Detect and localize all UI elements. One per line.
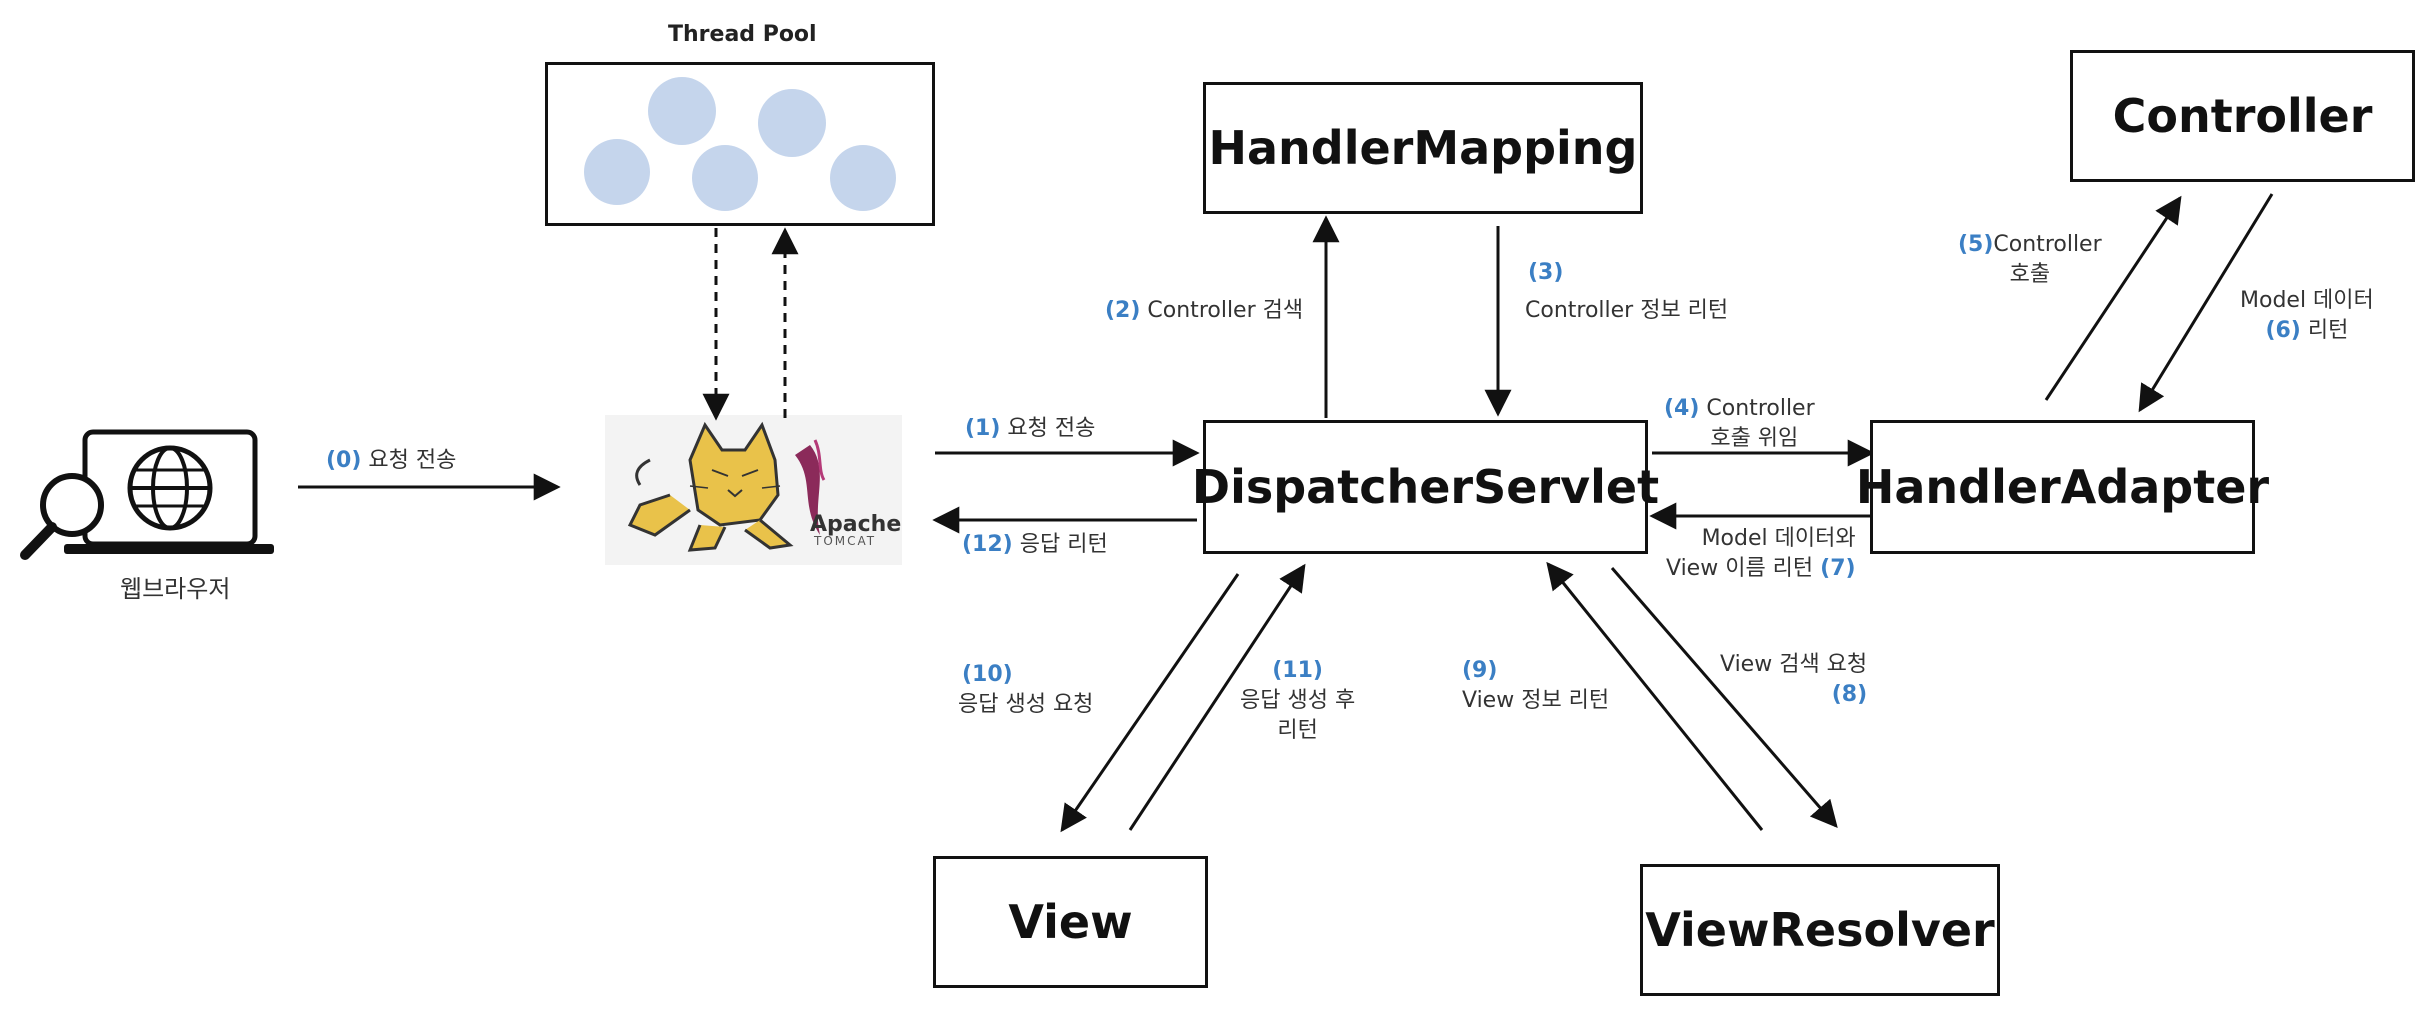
step-0-label: (0) 요청 전송 [326, 446, 456, 476]
step-8-text: View 검색 요청 [1720, 652, 1868, 677]
step-11-number: (11) [1272, 658, 1323, 683]
web-browser-icon [20, 429, 274, 560]
thread-pool-box [545, 62, 935, 226]
step-12-text: 응답 리턴 [1019, 532, 1108, 557]
tomcat-sub: TOMCAT [814, 534, 877, 548]
step-5-text: Controller [1993, 232, 2102, 257]
thread-circle [830, 145, 896, 211]
step-6-text-2: 리턴 [2307, 318, 2349, 343]
thread-circle [648, 77, 716, 145]
step-9-text: View 정보 리턴 [1462, 688, 1610, 713]
step-2-number: (2) [1105, 298, 1141, 323]
step-7-number: (7) [1820, 556, 1856, 581]
thread-circle [758, 89, 826, 157]
step-3-text: Controller 정보 리턴 [1525, 298, 1729, 323]
step-3-number: (3) [1528, 260, 1564, 285]
step-4-label: (4) Controller 호출 위임 [1664, 394, 1815, 454]
step-1-number: (1) [965, 416, 1001, 441]
step-9-number: (9) [1462, 658, 1498, 683]
browser-label: 웹브라우저 [120, 575, 231, 603]
step-7-label: Model 데이터와 View 이름 리턴 (7) [1666, 524, 1856, 584]
step-12-number: (12) [962, 532, 1013, 557]
step-5-label: (5)Controller 호출 [1958, 230, 2102, 290]
step-4-text-2: 호출 위임 [1710, 426, 1799, 451]
tomcat-logo [605, 415, 902, 565]
step-10-text: 응답 생성 요청 [958, 692, 1094, 717]
step-1-text: 요청 전송 [1007, 416, 1096, 441]
step-11-label: (11) 응답 생성 후 리턴 [1240, 656, 1355, 746]
step-8-label: View 검색 요청 (8) [1720, 650, 1867, 710]
handler-adapter-box: HandlerAdapter [1856, 420, 2269, 554]
step-6-text: Model 데이터 [2240, 288, 2374, 313]
step-6-number: (6) [2265, 318, 2301, 343]
tomcat-brand: Apache [810, 512, 902, 537]
step-3-label: (3) Controller 정보 리턴 [1525, 258, 1728, 326]
thread-pool-title: Thread Pool [668, 22, 817, 47]
step-8-number: (8) [1831, 682, 1868, 707]
step-9-label: (9) View 정보 리턴 [1462, 656, 1609, 716]
step-4-text: Controller [1706, 396, 1815, 421]
handler-mapping-box: HandlerMapping [1203, 82, 1643, 214]
thread-circle [692, 145, 758, 211]
step-6-label: Model 데이터 (6) 리턴 [2240, 286, 2374, 346]
step-11-text-2: 리턴 [1277, 718, 1318, 743]
step-1-label: (1) 요청 전송 [965, 414, 1095, 444]
view-box: View [933, 856, 1208, 988]
step-7-text: Model 데이터와 [1701, 526, 1856, 551]
step-4-number: (4) [1664, 396, 1700, 421]
step-12-label: (12) 응답 리턴 [962, 530, 1108, 560]
step-11-text: 응답 생성 후 [1240, 688, 1356, 713]
step-10-number: (10) [962, 662, 1013, 687]
step-0-text: 요청 전송 [368, 448, 457, 473]
thread-circle [584, 139, 650, 205]
view-resolver-box: ViewResolver [1640, 864, 2000, 996]
controller-box: Controller [2070, 50, 2415, 182]
step-5-number: (5) [1958, 232, 1994, 257]
dispatcher-servlet-box: DispatcherServlet [1192, 420, 1659, 554]
step-5-text-2: 호출 [2009, 262, 2051, 287]
step-0-number: (0) [326, 448, 362, 473]
step-10-label: (10) 응답 생성 요청 [958, 660, 1093, 720]
step-7-text-2: View 이름 리턴 [1666, 556, 1814, 581]
step-2-text: Controller 검색 [1147, 298, 1304, 323]
step-2-label: (2) Controller 검색 [1105, 296, 1303, 326]
